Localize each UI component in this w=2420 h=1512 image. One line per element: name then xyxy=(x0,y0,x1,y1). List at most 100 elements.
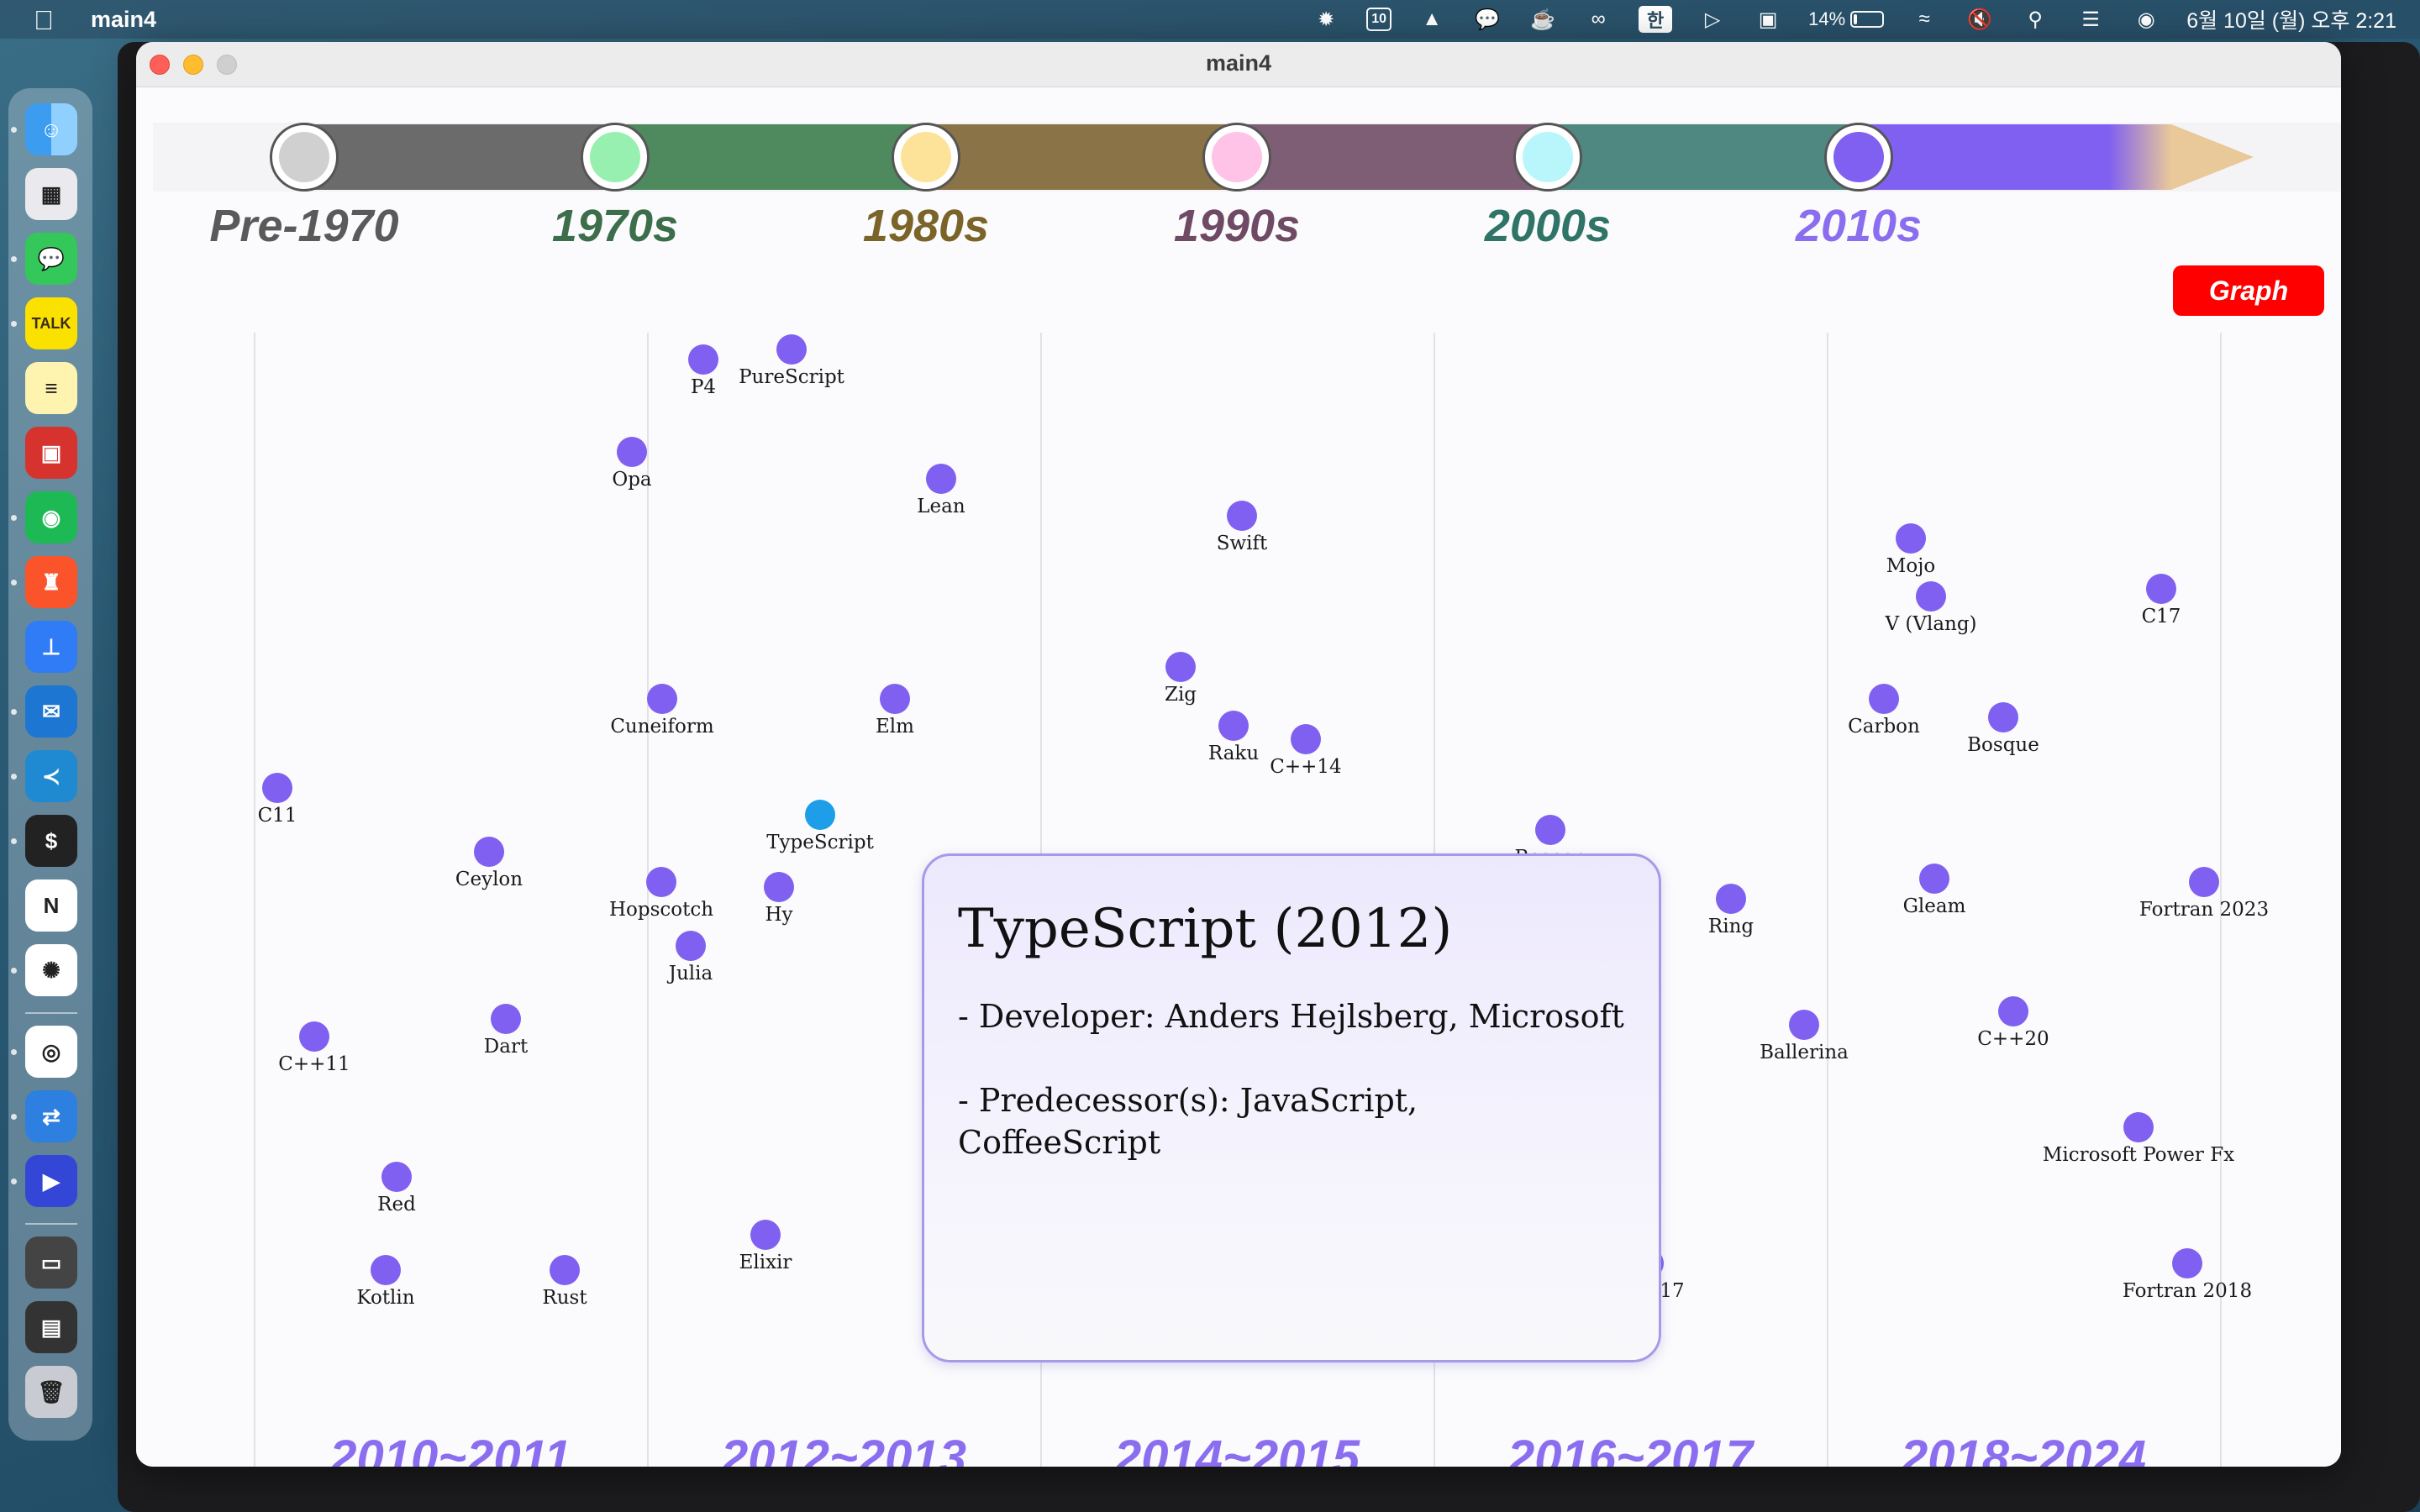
language-point[interactable]: Lean xyxy=(840,464,1042,517)
language-dot[interactable] xyxy=(1716,884,1746,914)
era-label-1[interactable]: 1970s xyxy=(551,201,679,251)
language-dot[interactable] xyxy=(926,464,956,494)
teamviewer-icon[interactable]: ⇄ xyxy=(25,1090,77,1142)
launchpad-icon[interactable]: ▦ xyxy=(25,168,77,220)
language-dot[interactable] xyxy=(371,1255,401,1285)
language-dot[interactable] xyxy=(776,334,807,365)
kakaotalk-icon[interactable]: TALK xyxy=(25,297,77,349)
language-point[interactable]: P4 xyxy=(602,344,804,398)
chrome-icon[interactable]: ◎ xyxy=(25,1026,77,1078)
chat-bubble-icon[interactable]: 💬 xyxy=(1475,8,1501,31)
language-dot[interactable] xyxy=(299,1021,329,1052)
language-point[interactable]: Swift xyxy=(1141,501,1343,554)
language-point[interactable]: Microsoft Power Fx xyxy=(2038,1112,2239,1166)
photo-booth-icon[interactable]: ▣ xyxy=(25,427,77,479)
language-point[interactable]: PureScript xyxy=(691,334,892,388)
language-point[interactable]: Elixir xyxy=(665,1220,866,1273)
language-dot[interactable] xyxy=(646,867,676,897)
language-dot[interactable] xyxy=(1919,864,1949,894)
language-dot[interactable] xyxy=(805,800,835,830)
search-icon[interactable]: ⚲ xyxy=(2028,8,2043,31)
display-icon[interactable]: ▣ xyxy=(1758,8,1778,31)
keynote-icon[interactable]: ⊥ xyxy=(25,621,77,673)
menu-clock[interactable]: 6월 10일 (월) 오후 2:21 xyxy=(2186,9,2396,33)
language-dot[interactable] xyxy=(491,1004,521,1034)
language-dot[interactable] xyxy=(750,1220,781,1250)
language-dot[interactable] xyxy=(1227,501,1257,531)
spotify-icon[interactable]: ◉ xyxy=(25,491,77,543)
language-point[interactable]: C++11 xyxy=(213,1021,415,1075)
notion-icon[interactable]: N xyxy=(25,879,77,932)
era-label-3[interactable]: 1990s xyxy=(1173,201,1301,251)
era-label-5[interactable]: 2010s xyxy=(1795,201,1923,251)
language-dot[interactable] xyxy=(2146,574,2176,604)
language-dot[interactable] xyxy=(474,837,504,867)
language-point[interactable]: Opa xyxy=(531,437,733,491)
language-dot[interactable] xyxy=(1535,815,1565,845)
era-node-1[interactable] xyxy=(581,123,650,192)
coffee-cup-icon[interactable]: ☕ xyxy=(1530,8,1556,31)
era-node-0[interactable] xyxy=(270,123,339,192)
era-node-4[interactable] xyxy=(1513,123,1582,192)
input-source-indicator[interactable]: 한 xyxy=(1639,6,1673,33)
language-point[interactable]: Cuneiform xyxy=(561,684,763,738)
era-label-2[interactable]: 1980s xyxy=(862,201,990,251)
battery-status[interactable]: 14% xyxy=(1808,8,1885,30)
language-dot[interactable] xyxy=(764,872,794,902)
trash-icon[interactable]: 🗑 xyxy=(25,1366,77,1418)
wifi-icon[interactable]: ≈ xyxy=(1918,8,1930,30)
language-point[interactable]: Zig xyxy=(1080,652,1281,706)
language-dot[interactable] xyxy=(2172,1248,2202,1278)
language-point[interactable]: Rust xyxy=(464,1255,666,1309)
messages-icon[interactable]: 💬 xyxy=(25,233,77,285)
minimize-window-button[interactable] xyxy=(183,55,203,75)
language-point[interactable]: Gleam xyxy=(1833,864,2035,917)
sound-muted-icon[interactable]: 🔇 xyxy=(1967,8,1993,31)
language-point[interactable]: Kotlin xyxy=(285,1255,487,1309)
language-point[interactable]: Red xyxy=(296,1162,497,1215)
language-point[interactable]: Fortran 2023 xyxy=(2103,867,2305,921)
language-dot[interactable] xyxy=(647,684,677,714)
language-dot[interactable] xyxy=(1218,711,1249,741)
language-dot[interactable] xyxy=(1789,1010,1819,1040)
language-dot[interactable] xyxy=(676,931,706,961)
language-point[interactable]: Raku xyxy=(1133,711,1334,764)
era-label-0[interactable]: Pre-1970 xyxy=(209,201,399,251)
language-point[interactable]: TypeScript xyxy=(719,800,921,853)
language-dot[interactable] xyxy=(1988,702,2018,732)
language-point[interactable]: Elm xyxy=(794,684,996,738)
media-player-icon[interactable]: ▶ xyxy=(25,1155,77,1207)
apple-menu-icon[interactable]:  xyxy=(34,5,54,36)
language-point[interactable]: Hopscotch xyxy=(560,867,762,921)
era-label-4[interactable]: 2000s xyxy=(1484,201,1612,251)
language-point[interactable]: Bosque xyxy=(1902,702,2104,756)
language-point[interactable]: Carbon xyxy=(1783,684,1985,738)
language-dot[interactable] xyxy=(262,773,292,803)
play-circle-icon[interactable]: ▷ xyxy=(1704,8,1721,31)
language-point[interactable]: Ballerina xyxy=(1703,1010,1905,1063)
finder-icon[interactable]: ☺ xyxy=(25,103,77,155)
language-point[interactable]: Dart xyxy=(405,1004,607,1058)
language-point[interactable]: C17 xyxy=(2060,574,2262,627)
language-dot[interactable] xyxy=(381,1162,412,1192)
language-point[interactable]: Ring xyxy=(1630,884,1832,937)
language-point[interactable]: C11 xyxy=(176,773,378,827)
language-point[interactable]: C++14 xyxy=(1205,724,1407,778)
chatgpt-icon[interactable]: ✺ xyxy=(25,944,77,996)
era-node-2[interactable] xyxy=(892,123,960,192)
language-dot[interactable] xyxy=(1869,684,1899,714)
zoom-window-button[interactable] xyxy=(217,55,237,75)
terminal-icon[interactable]: $ xyxy=(25,815,77,867)
language-dot[interactable] xyxy=(1998,996,2028,1026)
outlook-icon[interactable]: ✉ xyxy=(25,685,77,738)
era-node-3[interactable] xyxy=(1202,123,1271,192)
language-dot[interactable] xyxy=(1916,581,1946,612)
language-dot[interactable] xyxy=(1165,652,1196,682)
graph-button[interactable]: Graph xyxy=(2173,265,2324,316)
language-point[interactable]: Hy xyxy=(678,872,880,926)
language-dot[interactable] xyxy=(880,684,910,714)
vscode-icon[interactable]: ≺ xyxy=(25,750,77,802)
brave-icon[interactable]: ♜ xyxy=(25,556,77,608)
language-point[interactable]: V (Vlang) xyxy=(1830,581,2032,635)
close-window-button[interactable] xyxy=(150,55,170,75)
